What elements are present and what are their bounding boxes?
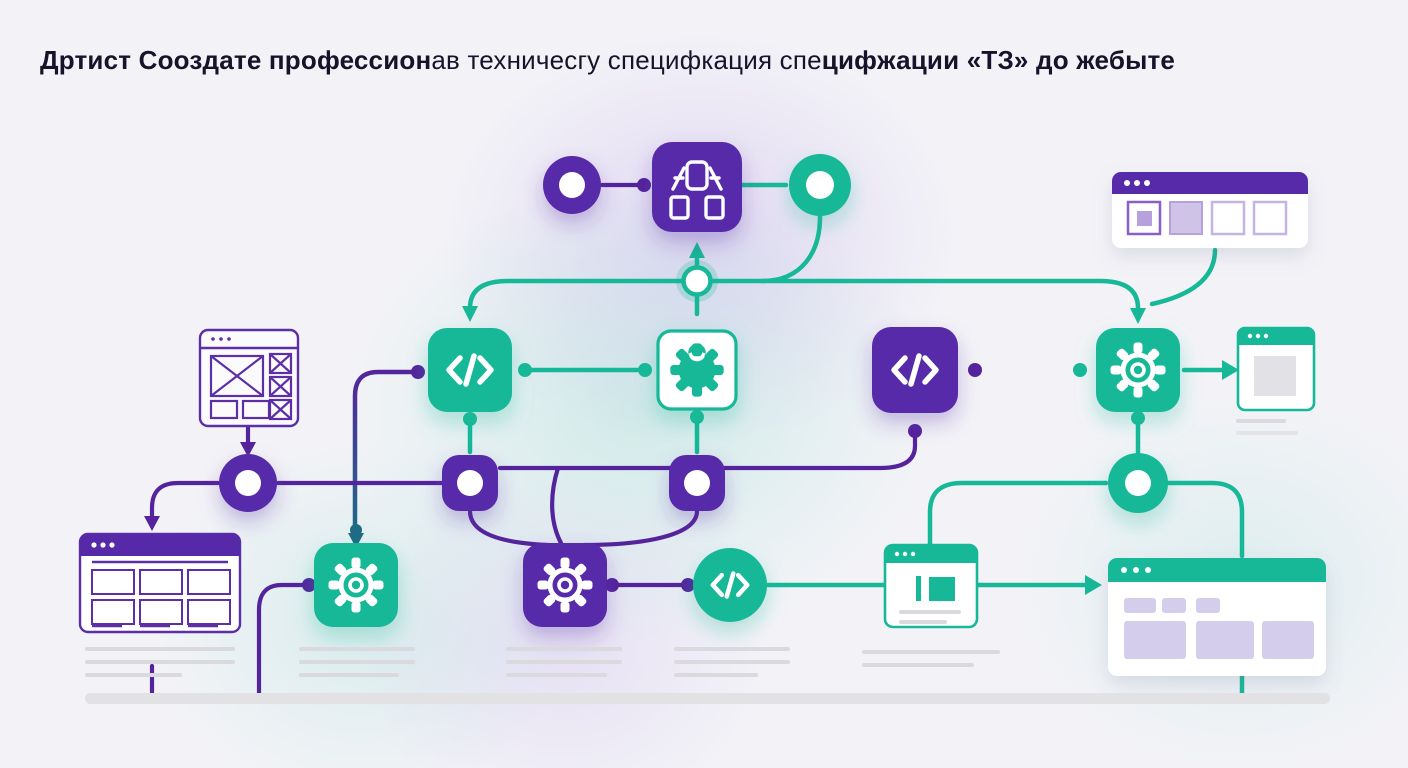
card-window <box>883 543 979 629</box>
hub-node-left <box>219 454 277 512</box>
title-bold-tail: цифжации «ТЗ» до жебыте <box>821 45 1176 75</box>
connector-main-horizontal <box>467 278 1141 315</box>
window-dots <box>1121 567 1151 573</box>
connector-tealgear-left-down <box>256 582 312 696</box>
window-dots <box>1247 333 1269 339</box>
connector-code-left-down <box>352 369 421 531</box>
window-dots <box>91 542 115 548</box>
window-dots <box>211 337 231 341</box>
ground-baseline <box>85 693 1330 704</box>
gear-node-teal <box>1096 328 1180 412</box>
window-dots <box>1124 180 1150 186</box>
gear-node-white <box>656 329 738 411</box>
grid-window <box>78 532 242 634</box>
site-window-large <box>1108 558 1326 676</box>
code-node-purple <box>872 327 958 413</box>
window-header <box>885 545 977 563</box>
connector-fan-center <box>550 465 564 546</box>
code-node-circle <box>693 548 767 622</box>
start-node <box>543 156 601 214</box>
arrowhead-right-into-preview <box>1222 360 1239 380</box>
window-header <box>1238 328 1314 345</box>
junction-ring <box>676 260 718 302</box>
placeholder-lines <box>1236 419 1298 435</box>
connector-donut-down-to-junction <box>759 214 823 284</box>
arrowhead-up-into-sitemap <box>689 242 705 258</box>
title-regular-middle: ав техничесгу специфкация спе <box>431 45 822 75</box>
gear-icon <box>670 343 724 397</box>
connector-hub-to-sitewindow <box>1165 480 1245 559</box>
connector-fan-right <box>581 508 700 548</box>
window-dots <box>894 551 916 557</box>
arrowhead-right-into-sitewindow <box>1085 575 1102 595</box>
title-bold-lead: Дртист Сооздате профессион <box>40 45 432 75</box>
placeholder-line-groups <box>85 647 1000 677</box>
arrowhead-down-into-bottomgear <box>348 533 364 548</box>
window-header <box>1108 558 1326 582</box>
arrowhead-down-into-code <box>462 306 478 322</box>
thumbnails-window <box>1112 172 1308 248</box>
gear-node-bottom-purple <box>523 543 607 627</box>
card-text-lines <box>899 610 961 624</box>
connector-hub-to-gridwindow <box>149 480 221 521</box>
content-blocks <box>1124 621 1314 659</box>
connector-cardwindow-up <box>927 480 1109 548</box>
milestone-node-top <box>789 154 851 216</box>
code-node-teal <box>428 328 512 412</box>
port-node-right <box>669 455 725 511</box>
connectors-purple <box>149 182 918 696</box>
port-node-left <box>442 455 498 511</box>
window-header <box>1112 172 1308 194</box>
connector-ports-upper <box>497 433 918 471</box>
arrowhead-into-gridwindow <box>144 516 160 531</box>
connector-endpoints <box>144 178 1239 595</box>
arrowhead-into-grid-hub <box>240 442 256 457</box>
connector-fan-left <box>467 508 551 548</box>
nav-pills <box>1124 598 1220 613</box>
window-header <box>80 534 240 556</box>
page-title: Дртист Сооздате профессионав техничесгу … <box>40 45 1360 75</box>
connector-browser-join <box>1149 247 1218 307</box>
wireframe-window <box>198 328 300 428</box>
preview-window-small <box>1236 326 1316 435</box>
arrowhead-down-into-tealgear <box>1130 308 1146 324</box>
hub-node-right <box>1108 453 1168 513</box>
gear-node-bottom-teal <box>314 543 398 627</box>
sitemap-node <box>652 142 742 232</box>
